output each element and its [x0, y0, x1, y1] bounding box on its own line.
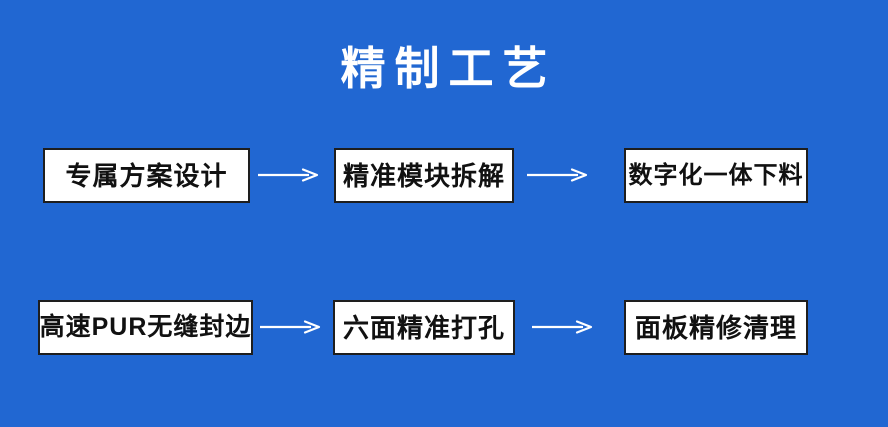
flow-step-box-module-disassembly: 精准模块拆解: [334, 148, 514, 203]
flow-step-label: 面板精修清理: [634, 312, 797, 343]
flow-step-box-digital-cutting: 数字化一体下料: [624, 148, 808, 203]
flow-step-label: 专属方案设计: [65, 160, 228, 191]
flow-step-label: 六面精准打孔: [342, 312, 505, 343]
flow-step-box-pur-edge-banding: 高速PUR无缝封边: [38, 300, 253, 355]
flow-step-box-exclusive-design: 专属方案设计: [43, 148, 250, 203]
flow-step-label: 精准模块拆解: [342, 160, 505, 191]
flow-step-box-six-side-drilling: 六面精准打孔: [333, 300, 515, 355]
page-title: 精制工艺: [340, 43, 557, 94]
arrow-right-icon: [258, 168, 319, 182]
arrow-right-icon: [260, 320, 321, 334]
arrow-right-icon: [532, 320, 593, 334]
flow-step-label: 高速PUR无缝封边: [39, 313, 252, 341]
flow-step-box-panel-finishing: 面板精修清理: [624, 300, 808, 355]
arrow-right-icon: [527, 168, 588, 182]
flow-step-label: 数字化一体下料: [628, 161, 804, 189]
